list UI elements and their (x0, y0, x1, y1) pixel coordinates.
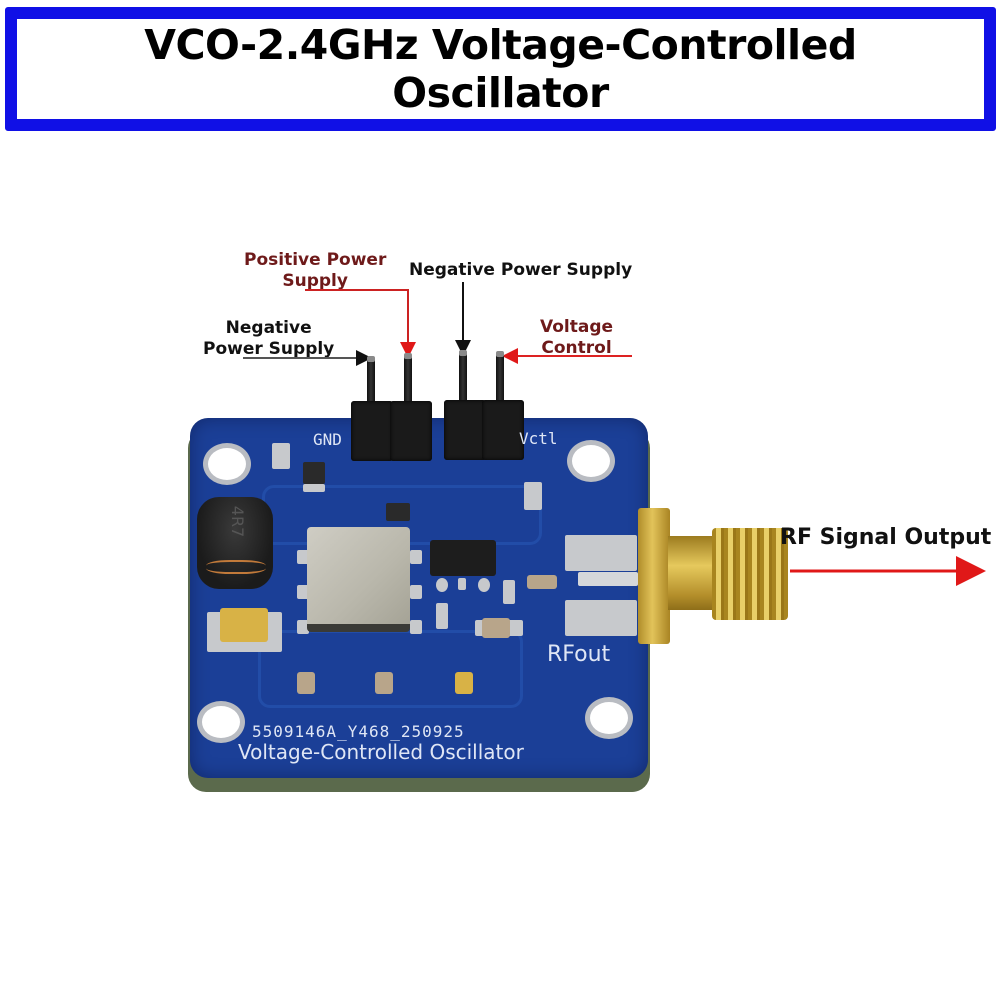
can-pad (410, 620, 422, 634)
regulator-pin (458, 578, 466, 590)
mounting-hole (203, 443, 251, 485)
title-banner: VCO-2.4GHz Voltage-Controlled Oscillator (5, 7, 996, 131)
inductor-coil (206, 560, 266, 574)
header-block (351, 401, 393, 461)
smd-part (386, 503, 410, 521)
header-pin-vneg (459, 352, 467, 408)
title-line-2: Oscillator (392, 69, 609, 117)
pcb-trace (258, 630, 523, 708)
mounting-hole (585, 697, 633, 739)
smd-capacitor (297, 672, 315, 694)
label-voltage-control: Voltage Control (540, 317, 613, 359)
silk-vctl: Vctl (519, 429, 558, 448)
smd-pad (303, 484, 325, 492)
header-block (444, 400, 486, 460)
smd-led-pad (524, 482, 542, 510)
pin-tip (404, 353, 412, 359)
label-line: Supply (282, 271, 348, 291)
header-pin-vctl (496, 353, 504, 408)
smd-capacitor (375, 672, 393, 694)
pin-tip (367, 356, 375, 362)
title-line-1: VCO-2.4GHz Voltage-Controlled (144, 21, 857, 69)
smd-capacitor (527, 575, 557, 589)
label-negative-power-supply-left: Negative Power Supply (203, 318, 334, 360)
smd-led-pad (272, 443, 290, 469)
label-line: Positive Power (244, 250, 387, 270)
can-pad (297, 585, 309, 599)
smd-capacitor (455, 672, 473, 694)
mounting-hole (197, 701, 245, 743)
smd-resistor (303, 462, 325, 484)
label-line: Voltage (540, 317, 614, 337)
smd-capacitor (482, 618, 510, 638)
can-pad (410, 550, 422, 564)
can-pad (297, 620, 309, 634)
label-line: Power Supply (203, 339, 335, 359)
sma-connector-thread (712, 528, 788, 620)
silk-gnd: GND (313, 430, 342, 449)
header-pin-vcc (404, 355, 412, 408)
tantalum-capacitor (220, 608, 268, 642)
rf-solder-pad (565, 535, 637, 571)
label-rf-signal-output: RF Signal Output (780, 525, 992, 550)
regulator-pin (436, 578, 448, 592)
can-pad (297, 550, 309, 564)
silk-rfout: RFout (547, 642, 611, 667)
rf-center-pin (578, 572, 638, 586)
can-pad (410, 585, 422, 599)
header-pin-gnd (367, 358, 375, 408)
label-line: Control (541, 338, 612, 358)
pin-tip (459, 350, 467, 356)
smd-pad (436, 603, 448, 629)
label-positive-power-supply: Positive Power Supply (244, 250, 386, 292)
regulator-pin (478, 578, 490, 592)
pin-tip (496, 351, 504, 357)
label-negative-power-supply-top: Negative Power Supply (409, 260, 633, 280)
voltage-regulator (430, 540, 496, 576)
sma-connector-body (668, 536, 716, 610)
mounting-hole (567, 440, 615, 482)
sma-connector-flange (638, 508, 670, 644)
inductor-marking: 4R7 (228, 505, 248, 538)
vco-shield-can (307, 527, 410, 632)
header-block (482, 400, 524, 460)
silk-board-name: Voltage-Controlled Oscillator (238, 740, 524, 764)
smd-pad (503, 580, 515, 604)
rf-solder-pad (565, 600, 637, 636)
silk-part-number: 5509146A_Y468_250925 (252, 722, 465, 741)
arrow-positive-power-supply (305, 289, 416, 358)
header-block (390, 401, 432, 461)
label-line: Negative (225, 318, 312, 338)
